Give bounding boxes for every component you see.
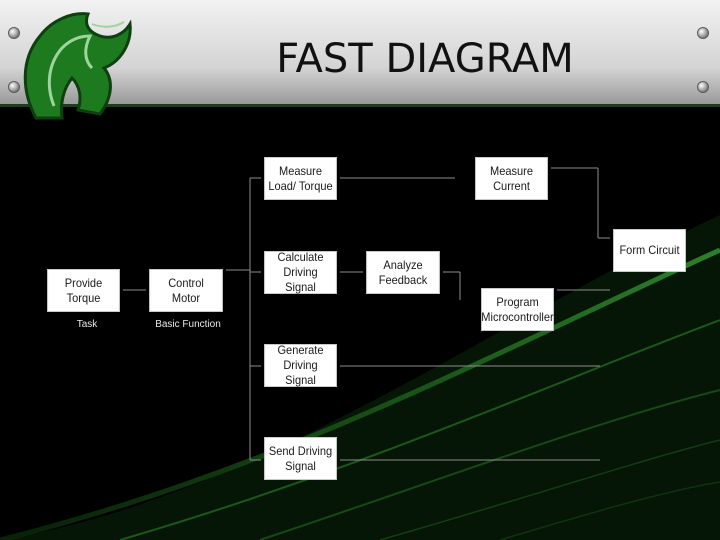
box-send-driving-signal: Send Driving Signal: [264, 437, 337, 480]
box-measure-load-torque: Measure Load/ Torque: [264, 157, 337, 200]
box-control-motor: Control Motor: [149, 269, 223, 312]
box-measure-current: Measure Current: [475, 157, 548, 200]
box-program-microcontroller: Program Microcontroller: [481, 288, 554, 331]
caption-task: Task: [76, 319, 98, 330]
box-calculate-driving-signal: Calculate Driving Signal: [264, 250, 337, 294]
screw-icon: [697, 27, 709, 39]
spartan-helmet-logo: [23, 12, 132, 120]
header-divider: [0, 104, 720, 107]
caption-basic-function: Basic Function: [155, 319, 221, 330]
screw-icon: [8, 81, 20, 93]
box-generate-driving-signal: Generate Driving Signal: [264, 343, 337, 387]
box-provide-torque: Provide Torque: [47, 269, 120, 312]
screw-icon: [8, 27, 20, 39]
box-analyze-feedback: Analyze Feedback: [366, 251, 440, 294]
screw-icon: [697, 81, 709, 93]
box-form-circuit: Form Circuit: [613, 229, 686, 272]
page-title: FAST DIAGRAM: [276, 36, 574, 82]
